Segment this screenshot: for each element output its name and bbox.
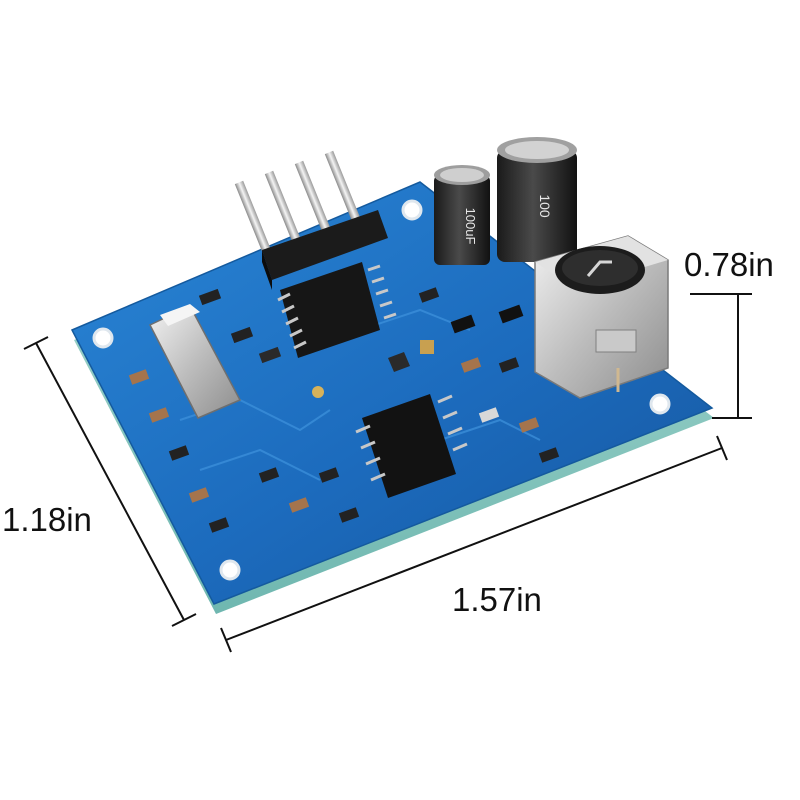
svg-text:100uF: 100uF (463, 208, 478, 245)
header-pins (234, 150, 388, 290)
dimension-height-label: 0.78in (684, 246, 774, 283)
smd-components (128, 287, 560, 533)
dimension-length-label: 1.57in (452, 581, 542, 618)
ic-chip-bottom (355, 394, 468, 498)
capacitor-left: 100uF (434, 165, 490, 265)
dimension-width-label: 1.18in (2, 501, 92, 538)
capacitor-right: 100 (497, 137, 577, 262)
svg-text:100: 100 (537, 194, 553, 218)
metal-potentiometer (534, 235, 669, 399)
ic-chip-top (277, 262, 397, 358)
crystal-oscillator (148, 304, 242, 419)
dimension-lines (23, 293, 752, 653)
